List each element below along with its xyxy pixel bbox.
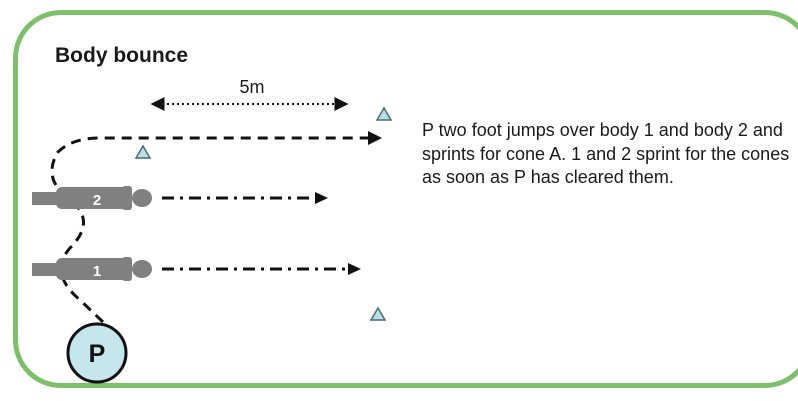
body-1-path-arrowhead	[348, 263, 361, 275]
body-1-label: 1	[93, 263, 101, 280]
diagram-title: Body bounce	[55, 44, 189, 67]
cone-b	[369, 306, 387, 321]
distance-marker: 5m	[150, 77, 349, 111]
body-1: 1	[32, 257, 152, 281]
body-2-path-arrowhead	[315, 192, 328, 204]
cone-start	[134, 144, 152, 159]
body-2: 2	[32, 186, 152, 210]
player-p: P	[66, 322, 128, 384]
body-2-label: 2	[93, 192, 101, 209]
drill-description: P two foot jumps over body 1 and body 2 …	[422, 120, 790, 187]
player-path-arrowhead	[368, 131, 382, 145]
cone-a	[375, 106, 393, 121]
player-label: P	[89, 340, 106, 368]
distance-label: 5m	[239, 77, 264, 97]
player-path	[50, 136, 368, 324]
